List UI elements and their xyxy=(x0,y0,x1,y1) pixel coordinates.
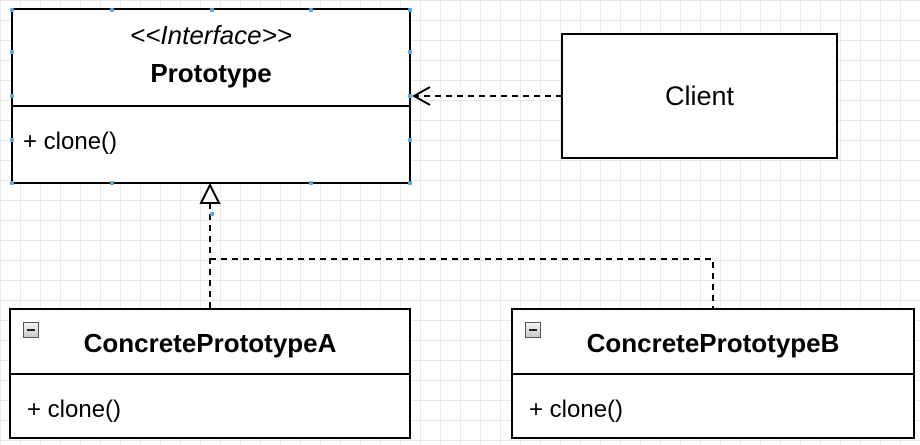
concrete-prototype-b-separator xyxy=(513,373,913,375)
selection-handle[interactable] xyxy=(10,181,14,185)
prototype-separator xyxy=(13,105,409,107)
concrete-prototype-a-name: ConcretePrototypeA xyxy=(83,328,337,358)
selection-handle[interactable] xyxy=(408,94,412,98)
concrete-prototype-b-box[interactable]: ConcretePrototypeB + clone() xyxy=(511,308,915,439)
prototype-stereotype: <<Interface>> xyxy=(130,20,292,50)
minus-box-icon[interactable] xyxy=(23,322,39,338)
minus-box-icon[interactable] xyxy=(525,322,541,338)
selection-handle[interactable] xyxy=(309,8,313,12)
selection-handle[interactable] xyxy=(10,50,14,54)
concrete-prototype-b-name: ConcretePrototypeB xyxy=(586,328,840,358)
client-name: Client xyxy=(664,80,735,111)
selection-handle[interactable] xyxy=(10,8,14,12)
selection-handle[interactable] xyxy=(408,138,412,142)
concrete-prototype-a-separator xyxy=(11,373,409,375)
prototype-name: Prototype xyxy=(150,58,272,88)
realization-triangle-icon xyxy=(199,182,221,204)
selection-handle[interactable] xyxy=(408,50,412,54)
concrete-prototype-a-box[interactable]: ConcretePrototypeA + clone() xyxy=(9,308,411,439)
selection-handle[interactable] xyxy=(408,8,412,12)
selection-handle[interactable] xyxy=(110,181,114,185)
selection-handle[interactable] xyxy=(309,181,313,185)
concrete-prototype-b-method: + clone() xyxy=(529,396,624,423)
prototype-interface-box[interactable]: <<Interface>> Prototype + clone() xyxy=(11,8,411,184)
dependency-arrowhead xyxy=(411,86,431,106)
selection-handle[interactable] xyxy=(10,138,14,142)
realization-line-concrete-b[interactable] xyxy=(210,258,714,308)
selection-handle[interactable] xyxy=(10,94,14,98)
selection-handle[interactable] xyxy=(110,8,114,12)
selection-handle[interactable] xyxy=(210,212,214,216)
selection-handle[interactable] xyxy=(210,8,214,12)
client-box[interactable]: Client xyxy=(561,33,838,159)
concrete-prototype-a-method: + clone() xyxy=(27,396,122,423)
prototype-method: + clone() xyxy=(23,128,118,155)
selection-handle[interactable] xyxy=(408,181,412,185)
